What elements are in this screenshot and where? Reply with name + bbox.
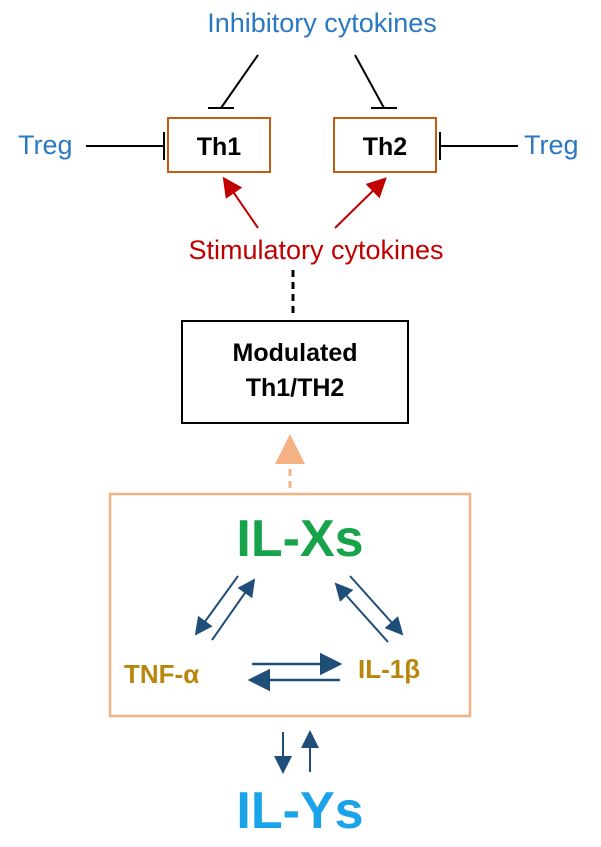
inhibition-line-th2 [354,54,385,109]
stimulatory-arrow-th1 [222,176,259,229]
ilxs-to-il1b-arrow [349,575,404,636]
tnf-to-ilxs-arrow [211,578,256,641]
il-interaction-box [108,492,472,718]
tnf-alpha-label: TNF-α [124,659,199,689]
th2-box [333,117,437,173]
th2-label: Th2 [363,133,407,161]
inhibition-line-th1 [220,54,259,109]
modulated-line2: Th1/TH2 [246,374,345,402]
th1-label: Th1 [197,133,242,161]
treg-left-label: Treg [18,130,73,160]
il-1beta-label: IL-1β [358,654,420,684]
il-ys-label: IL-Ys [236,782,363,840]
il1b-to-ilxs-arrow [334,582,389,643]
il-xs-label: IL-Xs [236,510,363,568]
treg-right-label: Treg [524,130,579,160]
stimulatory-cytokines-label: Stimulatory cytokines [188,235,443,265]
inhibitory-cytokines-label: Inhibitory cytokines [207,8,437,38]
modulated-line1: Modulated [233,339,358,367]
modulated-box [181,320,409,424]
th1-box [167,117,271,173]
ilxs-to-tnf-arrow [194,575,239,636]
stimulatory-arrow-th2 [334,177,387,229]
